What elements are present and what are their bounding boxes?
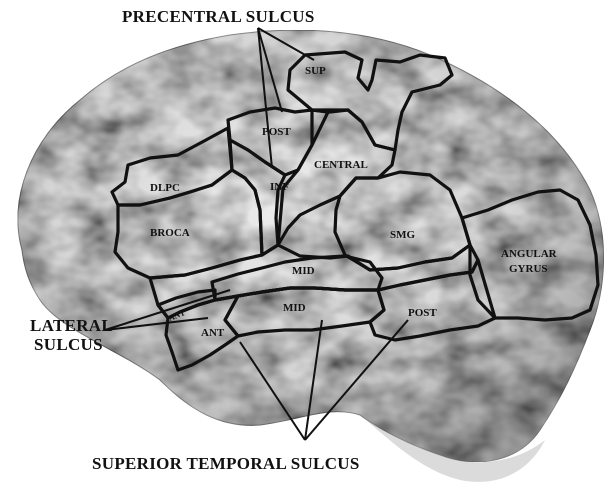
label-mid-upper: MID (292, 265, 315, 277)
label-dlpc: DLPC (150, 182, 180, 194)
label-sup: SUP (305, 65, 326, 77)
label-central: CENTRAL (314, 159, 368, 171)
label-ant-temporal: ANT (201, 327, 225, 339)
superior-temporal-sulcus-label: SUPERIOR TEMPORAL SULCUS (92, 454, 360, 473)
label-angular-1: ANGULAR (501, 248, 558, 260)
label-angular-2: GYRUS (509, 263, 548, 275)
label-post-precentral: POST (262, 126, 291, 138)
label-mid-lower: MID (283, 302, 306, 314)
label-inf: INF (270, 181, 289, 193)
label-broca: BROCA (150, 227, 190, 239)
label-smg: SMG (390, 229, 416, 241)
label-post-temporal: POST (408, 307, 437, 319)
lateral-sulcus-label-line2: SULCUS (34, 335, 103, 354)
lateral-sulcus-label-line1: LATERAL (30, 316, 113, 335)
precentral-sulcus-label: PRECENTRAL SULCUS (122, 7, 315, 26)
